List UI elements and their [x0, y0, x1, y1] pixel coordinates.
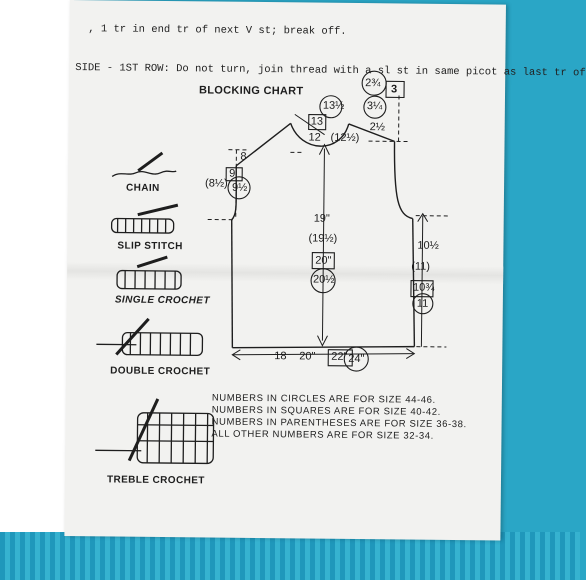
neck-measure: 2¾: [365, 77, 381, 90]
side-measure: 11: [416, 297, 429, 310]
shoulder-measure: 8: [240, 150, 247, 163]
neck-measure: 3¼: [366, 100, 383, 113]
slip-stitch-label: SLIP STITCH: [117, 240, 183, 253]
neck-measure: 2½: [369, 121, 386, 134]
square-marker: [385, 80, 405, 99]
width-measure: 18: [274, 350, 287, 363]
length-measure: (19½): [308, 232, 338, 245]
double-crochet-label: DOUBLE CROCHET: [110, 365, 211, 378]
right-shoulder-line: [348, 123, 395, 143]
shoulder-measure: 9: [229, 167, 236, 180]
treble-crochet-label: TREBLE CROCHET: [106, 474, 205, 487]
shoulder-measure: 9½: [231, 181, 248, 194]
left-side-line: [231, 219, 234, 348]
left-shoulder-line: [235, 122, 292, 167]
size-notes: NUMBERS IN CIRCLES ARE FOR SIZE 44-46. N…: [211, 393, 467, 444]
width-measure: 22": [331, 350, 348, 363]
neck-measure: 12: [308, 131, 321, 144]
length-dimension-line: [321, 148, 325, 341]
square-marker: [225, 167, 243, 182]
circle-marker: [363, 95, 387, 119]
square-marker: [410, 280, 434, 298]
circle-marker: [227, 176, 251, 200]
background-left: [0, 0, 74, 580]
stitch-illustrations: [95, 151, 215, 465]
chain-stitch-illustration: [111, 151, 177, 178]
width-measure: 24": [348, 352, 365, 366]
width-dimension-line: [232, 353, 415, 356]
neck-measure: 3: [391, 83, 398, 96]
neck-curve: [290, 123, 350, 147]
single-crochet-label: SINGLE CROCHET: [114, 294, 210, 307]
single-crochet-illustration: [116, 255, 182, 290]
side-measure: 10¾: [412, 281, 435, 294]
length-measure: 20": [315, 254, 332, 267]
bottom-line: [232, 345, 415, 349]
circle-marker: [343, 346, 369, 372]
side-measure: (11): [411, 260, 431, 273]
pattern-page: , 1 tr in end tr of next V st; break off…: [64, 0, 586, 541]
length-measure: 19": [313, 212, 330, 225]
chain-label: CHAIN: [125, 182, 160, 194]
treble-crochet-illustration: [95, 398, 215, 465]
square-marker: [311, 251, 335, 270]
side-measure: 10½: [417, 239, 439, 252]
neck-measure: (12½): [330, 131, 360, 145]
neck-measure: 13: [310, 115, 324, 128]
width-measure: 20": [299, 350, 316, 363]
length-measure: 20½: [313, 273, 335, 286]
square-marker: [308, 113, 327, 131]
right-side-line: [412, 218, 416, 347]
right-armhole-line: [393, 141, 413, 220]
neck-measure: 13½: [322, 99, 345, 112]
slip-stitch-illustration: [110, 203, 179, 234]
circle-marker: [319, 95, 343, 119]
circle-marker: [412, 293, 434, 315]
double-crochet-illustration: [96, 317, 204, 357]
blocking-chart-diagram: [95, 70, 448, 465]
shoulder-measure: (8½): [205, 177, 228, 190]
square-marker: [327, 349, 353, 367]
